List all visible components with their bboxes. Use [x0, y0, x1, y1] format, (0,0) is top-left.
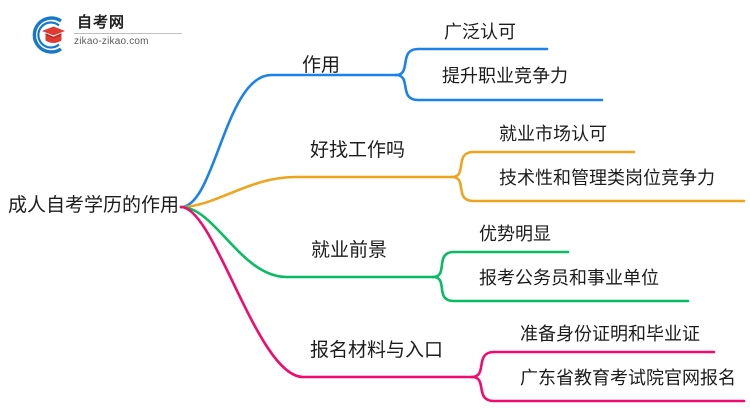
leaf-connector-1-1 — [450, 175, 746, 203]
leaf-label-3-1[interactable]: 广东省教育考试院官网报名 — [520, 368, 736, 388]
leaf-label-2-1[interactable]: 报考公务员和事业单位 — [479, 268, 659, 288]
site-logo[interactable]: 自考网 zikao-zikao.com — [28, 12, 188, 58]
leaf-label-0-1[interactable]: 提升职业竞争力 — [442, 66, 568, 86]
branch-connector-0 — [179, 73, 398, 209]
branch-connector-1 — [179, 175, 454, 209]
branch-connector-2 — [179, 205, 435, 279]
graduation-cap-icon — [28, 14, 70, 56]
leaf-label-2-0[interactable]: 优势明显 — [479, 224, 551, 244]
leaf-connector-0-1 — [394, 73, 604, 102]
leaf-connector-0-0 — [394, 47, 549, 77]
leaf-label-1-0[interactable]: 就业市场认可 — [499, 124, 607, 144]
leaf-label-3-0[interactable]: 准备身份证明和毕业证 — [520, 324, 700, 344]
leaf-label-1-1[interactable]: 技术性和管理类岗位竞争力 — [499, 168, 715, 188]
logo-name: 自考网 — [77, 14, 126, 31]
leaf-label-0-0[interactable]: 广泛认可 — [444, 22, 516, 42]
leaf-connector-3-1 — [470, 375, 746, 403]
branch-label-3[interactable]: 报名材料与入口 — [310, 340, 444, 361]
branch-label-1[interactable]: 好找工作吗 — [310, 140, 406, 161]
branch-label-2[interactable]: 就业前景 — [311, 240, 388, 261]
branch-label-0[interactable]: 作用 — [302, 55, 341, 76]
leaf-connector-3-0 — [470, 350, 716, 379]
logo-divider — [74, 33, 182, 34]
leaf-connector-2-0 — [431, 250, 570, 279]
logo-url: zikao-zikao.com — [74, 36, 149, 47]
logo-text-block: 自考网 zikao-zikao.com — [74, 14, 186, 48]
root-node-label[interactable]: 成人自考学历的作用 — [8, 195, 180, 216]
leaf-connector-2-1 — [431, 275, 690, 303]
branch-connector-3 — [179, 205, 474, 379]
leaf-connector-1-0 — [450, 150, 636, 179]
